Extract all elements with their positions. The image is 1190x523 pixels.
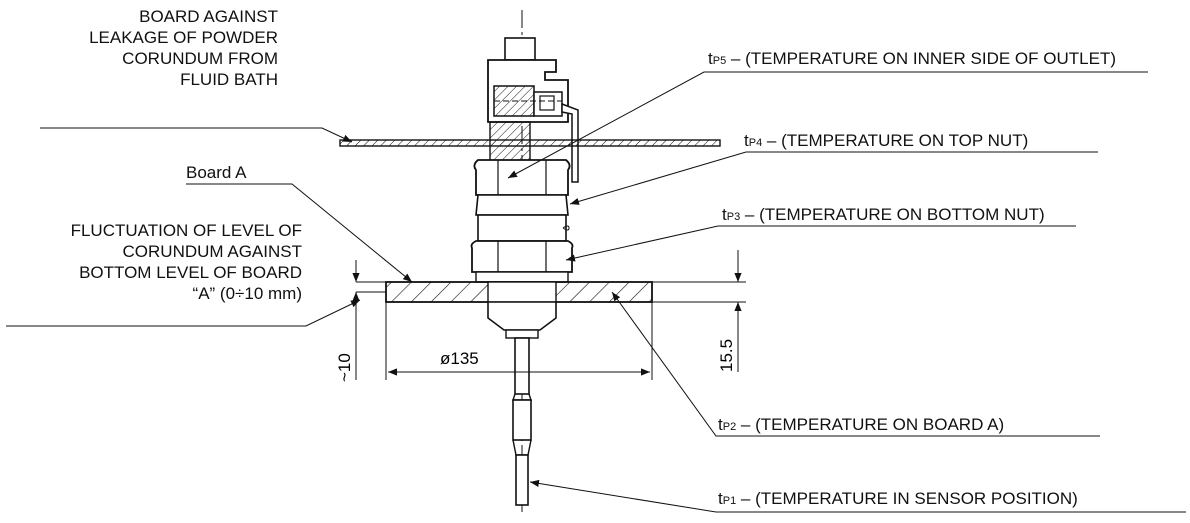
diameter-label: ø135 xyxy=(440,349,479,368)
label-tp1: tP1 – (TEMPERATURE IN SENSOR POSITION) xyxy=(718,489,1078,508)
nut-collar xyxy=(475,194,569,216)
top-stem xyxy=(504,37,536,61)
clamp-arm xyxy=(561,102,579,183)
leader-tp1 xyxy=(529,479,1186,513)
leader-tp5 xyxy=(507,71,1148,179)
neck xyxy=(489,121,531,163)
lower-fitting xyxy=(487,301,557,331)
bottom-nut xyxy=(470,240,574,273)
leader-board-leakage xyxy=(40,127,353,143)
label-board-leakage: BOARD AGAINST LEAKAGE OF POWDER CORUNDUM… xyxy=(89,7,278,89)
leader-tp3 xyxy=(565,225,1076,262)
sensor-probe-tip xyxy=(515,454,529,506)
leader-fluctuation xyxy=(6,299,361,327)
sensor-probe-upper xyxy=(514,337,530,395)
leader-board-a xyxy=(186,183,413,283)
label-tp4: tP4 – (TEMPERATURE ON TOP NUT) xyxy=(744,131,1029,150)
leader-tp2 xyxy=(611,291,1100,437)
label-fluctuation: FLUCTUATION OF LEVEL OF CORUNDUM AGAINST… xyxy=(70,221,302,303)
label-tp2: tP2 – (TEMPERATURE ON BOARD A) xyxy=(718,415,1005,434)
board-a-hole xyxy=(487,281,557,303)
washer xyxy=(475,271,569,283)
middle-body xyxy=(477,214,567,242)
label-tp3: tP3 – (TEMPERATURE ON BOTTOM NUT) xyxy=(722,205,1045,224)
gap-label: ~10 xyxy=(335,353,354,382)
leader-tp4 xyxy=(569,151,1098,205)
height-label: 15.5 xyxy=(717,339,736,372)
screw-head xyxy=(539,95,555,111)
top-nut xyxy=(473,159,571,196)
label-board-a: Board A xyxy=(186,163,247,182)
label-tp5: tP5 – (TEMPERATURE ON INNER SIDE OF OUTL… xyxy=(708,49,1116,68)
body-mark xyxy=(562,225,570,231)
sensor-probe-middle xyxy=(512,399,532,441)
fitting-tip xyxy=(505,329,539,339)
